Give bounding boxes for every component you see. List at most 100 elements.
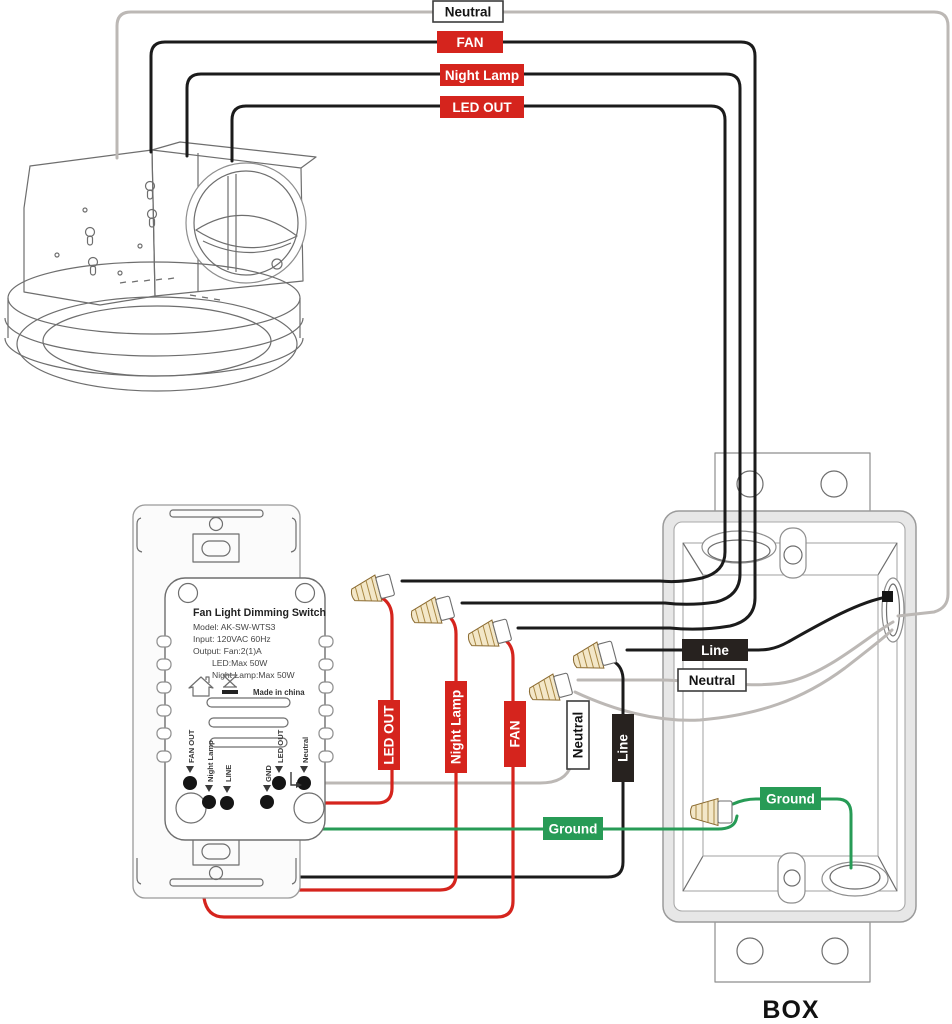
wire-nut-fan [467, 618, 512, 647]
switch-output-night-lamp: Night Lamp:Max 50W [212, 670, 296, 680]
box-bottom-mount-hole [821, 937, 849, 965]
label-night-lamp-top: Night Lamp [440, 64, 524, 86]
svg-text:FAN: FAN [457, 35, 484, 50]
line-supply-wire [625, 595, 889, 652]
svg-text:FAN: FAN [508, 721, 523, 748]
label-neutral-vertical: Neutral [566, 700, 590, 770]
svg-text:Neutral: Neutral [689, 673, 736, 688]
led-out-bend-arrowhead [296, 782, 302, 788]
box-top-bracket-hole [783, 545, 803, 565]
switch-title: Fan Light Dimming Switch [193, 607, 326, 619]
box-caption: BOX [762, 996, 819, 1024]
terminal-arrow [300, 766, 308, 773]
svg-text:Neutral: Neutral [445, 5, 492, 20]
box-ground-boss [821, 861, 889, 897]
module-screw-hole [177, 582, 199, 604]
label-line-vertical: Line [612, 714, 634, 782]
terminal-label-gnd: GND [264, 765, 273, 782]
label-led-out-vertical: LED OUT [378, 700, 400, 770]
box-bottom-mount-tab [714, 921, 871, 983]
box-top-mount-hole [736, 470, 764, 498]
box-top-bracket [779, 527, 807, 579]
label-ground-switch: Ground [543, 817, 603, 840]
terminal-neutral [297, 776, 311, 790]
label-line-box: Line [682, 639, 748, 661]
labels: Neutral FAN Night Lamp LED OUT LED OUT N… [378, 0, 821, 1024]
box-ground-boss-inner [829, 864, 881, 890]
fan-light-lens-inner [42, 305, 272, 377]
terminal-arrow [186, 766, 194, 773]
fan-plate-keyholes [54, 180, 158, 276]
label-ground-box: Ground [760, 787, 821, 810]
electrical-box [662, 452, 917, 983]
box-depth-lines [682, 542, 898, 892]
neutral-wire-top [115, 10, 950, 618]
wire-nut-neutral [528, 672, 573, 701]
terminal-gnd [260, 795, 274, 809]
svg-text:Night Lamp: Night Lamp [449, 690, 464, 764]
terminal-label-fan-out: FAN OUT [187, 729, 196, 763]
terminal-arrow [263, 785, 271, 792]
neutral-wire-from-switch [304, 702, 579, 785]
box-bottom-bracket [777, 852, 806, 904]
ground-wire-to-boss [731, 797, 853, 870]
svg-text:Ground: Ground [766, 792, 815, 807]
fan-light-lens [16, 296, 298, 392]
dimmer-switch: Fan Light Dimming Switch Model: AK-SW-WT… [132, 504, 334, 899]
terminal-label-led-out: LED OUT [276, 729, 285, 763]
switch-terminals: FAN OUT Night Lamp LINE GND LED OUT Neut… [183, 729, 311, 810]
terminal-arrow [275, 766, 283, 773]
house-icon [188, 676, 214, 697]
terminal-label-night-lamp: Night Lamp [206, 740, 215, 782]
led-out-bend-arrow [290, 772, 297, 786]
fan-duct-port [185, 162, 307, 284]
fan-wire [149, 40, 757, 631]
switch-output: Output: Fan:2(1)A [193, 646, 262, 656]
wire-nut-led-out [350, 573, 395, 602]
neutral-pigtail-wire [573, 628, 894, 722]
wire-nut-line [572, 640, 617, 669]
module-screw-hole [294, 582, 316, 604]
fan-housing [151, 149, 304, 297]
svg-text:Ground: Ground [549, 822, 598, 837]
module-screw-hole [293, 792, 325, 824]
fan-housing-top [151, 141, 317, 169]
box-side-knockout-inner [885, 583, 901, 637]
terminal-label-neutral: Neutral [301, 737, 310, 763]
label-neutral-top: Neutral [432, 0, 504, 23]
night-lamp-wire [185, 72, 742, 606]
switch-model: Model: AK-SW-WTS3 [193, 622, 276, 632]
box-bottom-mount-hole [736, 937, 764, 965]
switch-input: Input: 120VAC 60Hz [193, 634, 271, 644]
svg-text:LED OUT: LED OUT [382, 705, 397, 765]
terminal-fan-out [183, 776, 197, 790]
switch-output-led: LED:Max 50W [212, 658, 268, 668]
terminal-led-out [272, 776, 286, 790]
svg-text:Line: Line [616, 734, 631, 762]
label-night-lamp-vertical: Night Lamp [445, 681, 467, 773]
terminal-arrow [223, 786, 231, 793]
wire-nut-ground [690, 797, 733, 827]
module-vent-fins [156, 635, 334, 763]
box-side-knockout [881, 577, 905, 643]
label-led-out-top: LED OUT [440, 96, 524, 118]
module-vent-slots [206, 697, 291, 748]
terminal-night-lamp [202, 795, 216, 809]
wire-nut-night-lamp [410, 595, 455, 624]
svg-text:LED OUT: LED OUT [452, 100, 512, 115]
wire-nuts [350, 573, 733, 827]
box-top-mount-hole [820, 470, 848, 498]
led-out-wire [230, 104, 727, 584]
hourglass-icon [222, 674, 238, 694]
svg-text:Line: Line [701, 643, 729, 658]
terminal-line [220, 796, 234, 810]
label-fan-vertical: FAN [504, 701, 526, 767]
made-in-label: Made in china [253, 688, 305, 697]
box-bottom-bracket-hole [783, 869, 801, 887]
terminal-arrow [205, 785, 213, 792]
svg-text:Neutral: Neutral [571, 712, 586, 759]
fan-light-unit [4, 141, 317, 392]
line-entry-terminal [882, 591, 893, 602]
